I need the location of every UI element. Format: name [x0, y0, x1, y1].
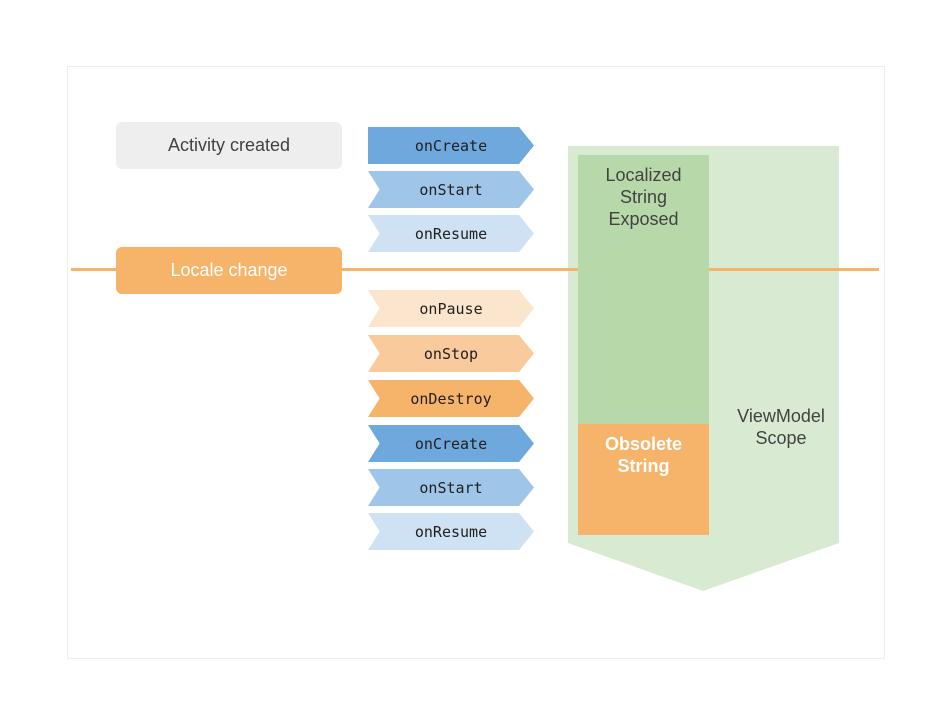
- lifecycle-onstart-2: onStart: [368, 469, 534, 506]
- scope-line-1: ViewModel: [737, 406, 825, 426]
- lifecycle-onresume-1: onResume: [368, 215, 534, 252]
- localized-line-3: Exposed: [608, 209, 679, 229]
- obsolete-line-2: String: [617, 456, 670, 476]
- obsolete-string-label: Obsolete String: [578, 433, 709, 477]
- localized-line-2: String: [619, 187, 668, 207]
- lifecycle-onresume-2: onResume: [368, 513, 534, 550]
- lifecycle-ondestroy: onDestroy: [368, 380, 534, 417]
- localized-string-label: Localized String Exposed: [578, 164, 709, 230]
- viewmodel-scope-label: ViewModel Scope: [718, 405, 844, 449]
- lifecycle-onstart-1: onStart: [368, 171, 534, 208]
- lifecycle-oncreate-1: onCreate: [368, 127, 534, 164]
- scope-line-2: Scope: [755, 428, 807, 448]
- localized-line-1: Localized: [605, 165, 682, 185]
- activity-created-label: Activity created: [116, 122, 342, 169]
- lifecycle-onpause: onPause: [368, 290, 534, 327]
- obsolete-line-1: Obsolete: [604, 434, 683, 454]
- lifecycle-oncreate-2: onCreate: [368, 425, 534, 462]
- lifecycle-onstop: onStop: [368, 335, 534, 372]
- localized-string-box: [578, 155, 709, 424]
- locale-change-timeline: [71, 268, 879, 271]
- locale-change-label: Locale change: [116, 247, 342, 294]
- obsolete-string-box: [578, 424, 709, 535]
